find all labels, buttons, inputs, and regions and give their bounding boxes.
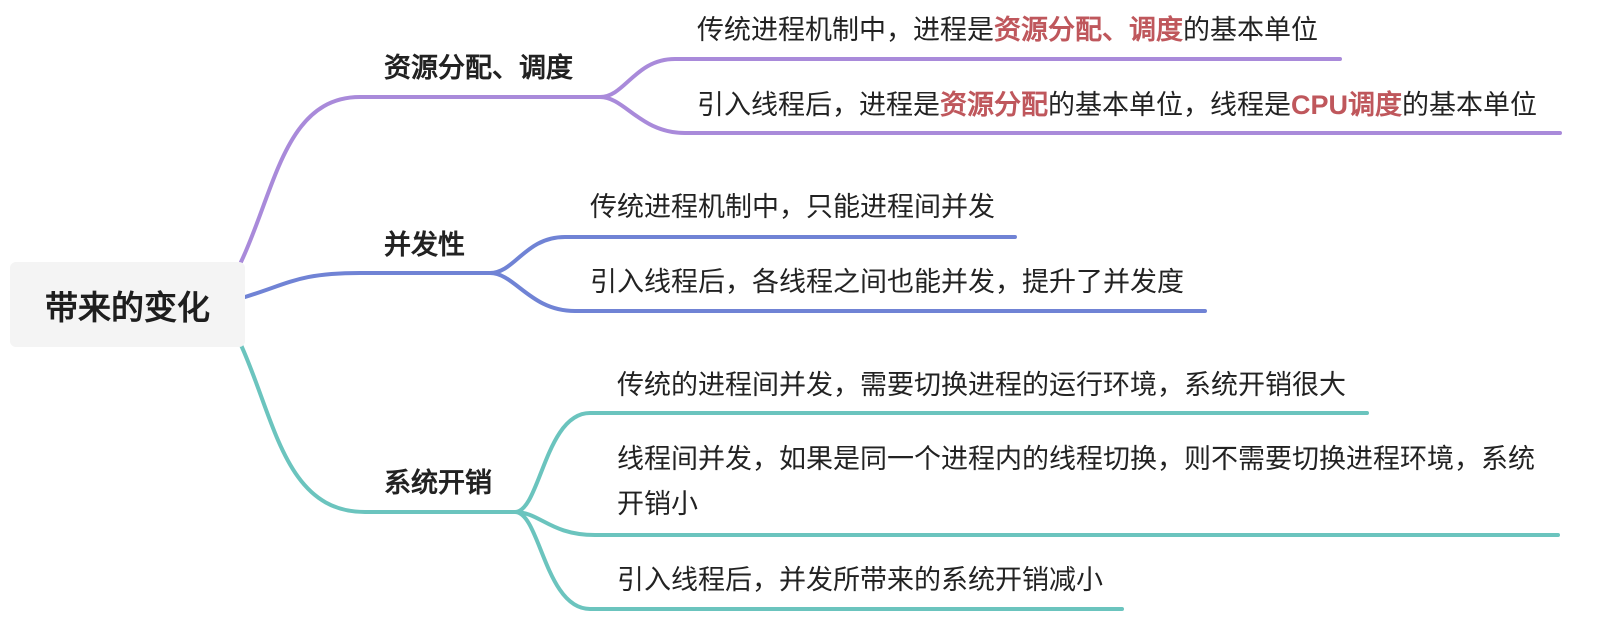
branch-label-resource-allocation: 资源分配、调度 <box>384 53 573 83</box>
subtopic-traditional-concurrency: 传统进程机制中，只能进程间并发 <box>590 189 995 225</box>
connector-root-to-overhead-branch <box>239 343 522 514</box>
connector-overhead-to-subtopic-1 <box>513 411 1369 514</box>
subtopic-process-switch-overhead: 传统的进程间并发，需要切换进程的运行环境，系统开销很大 <box>617 367 1346 403</box>
subtopic-text-segment: 的基本单位，线程是 <box>1048 90 1291 120</box>
subtopic-thread-introduced-unit: 引入线程后，进程是资源分配的基本单位，线程是CPU调度的基本单位 <box>697 87 1537 123</box>
subtopic-text-segment: 传统进程机制中，只能进程间并发 <box>590 192 995 222</box>
subtopic-text-segment: 引入线程后，并发所带来的系统开销减小 <box>617 565 1103 595</box>
subtopic-thread-concurrency: 引入线程后，各线程之间也能并发，提升了并发度 <box>590 264 1184 300</box>
subtopic-text-segment: 传统进程机制中，进程是 <box>697 15 994 45</box>
subtopic-traditional-process-unit: 传统进程机制中，进程是资源分配、调度的基本单位 <box>697 12 1318 48</box>
root-topic: 带来的变化 <box>10 262 245 347</box>
branch-label-concurrency: 并发性 <box>384 230 465 260</box>
connector-root-to-concurrency-branch <box>243 271 497 299</box>
subtopic-reduced-overhead: 引入线程后，并发所带来的系统开销减小 <box>617 562 1103 598</box>
connector-resource-to-subtopic-2 <box>598 95 1562 135</box>
subtopic-text-segment: 传统的进程间并发，需要切换进程的运行环境，系统开销很大 <box>617 370 1346 400</box>
subtopic-text-segment: 的基本单位 <box>1402 90 1538 120</box>
root-topic-label: 带来的变化 <box>45 288 210 326</box>
connector-root-to-resource-branch <box>239 95 607 264</box>
branch-label-system-overhead: 系统开销 <box>384 468 492 498</box>
highlighted-term: 资源分配 <box>940 90 1048 120</box>
highlighted-term: CPU调度 <box>1291 90 1403 120</box>
highlighted-term: 资源分配、调度 <box>994 15 1183 45</box>
connector-concurrency-to-subtopic-2 <box>488 271 1207 313</box>
subtopic-thread-switch-overhead: 线程间并发，如果是同一个进程内的线程切换，则不需要切换进程环境，系统开销小 <box>617 437 1547 527</box>
subtopic-text-segment: 引入线程后，各线程之间也能并发，提升了并发度 <box>590 267 1184 297</box>
connector-overhead-to-subtopic-3 <box>513 510 1124 611</box>
connector-concurrency-to-subtopic-1 <box>488 235 1017 275</box>
connector-overhead-to-subtopic-2 <box>513 510 1560 537</box>
subtopic-text-segment: 引入线程后，进程是 <box>697 90 940 120</box>
connector-resource-to-subtopic-1 <box>598 57 1342 99</box>
subtopic-text-segment: 线程间并发，如果是同一个进程内的线程切换，则不需要切换进程环境，系统开销小 <box>617 444 1535 519</box>
subtopic-text-segment: 的基本单位 <box>1183 15 1318 45</box>
